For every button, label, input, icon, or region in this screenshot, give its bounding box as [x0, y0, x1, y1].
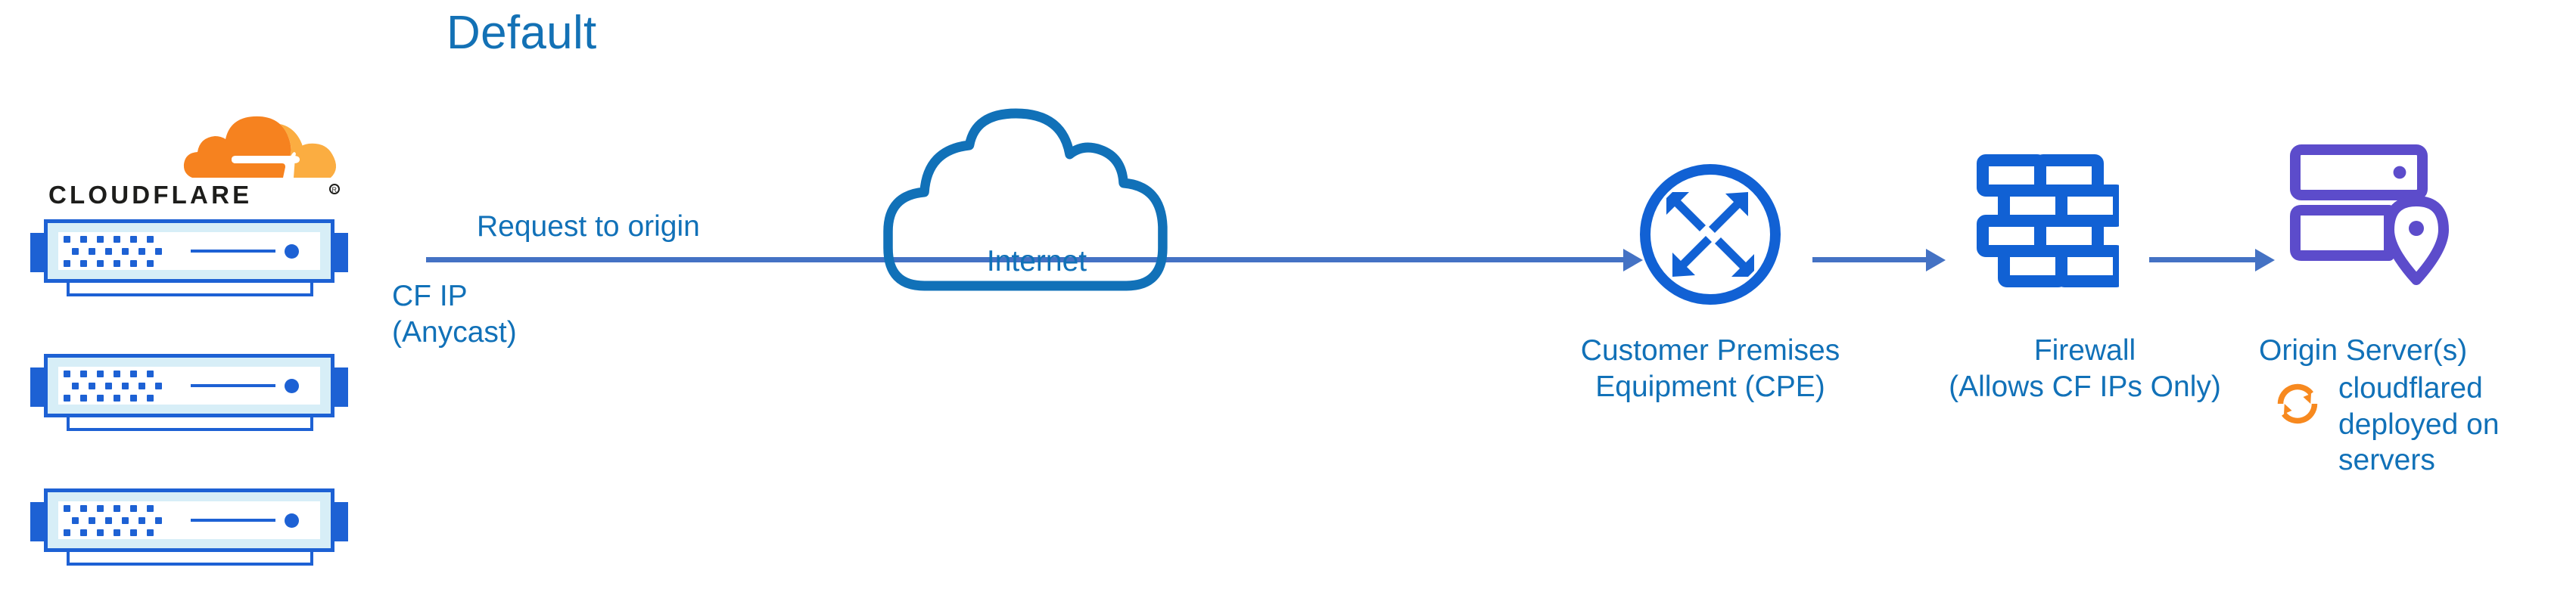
- server-vents: [64, 505, 163, 538]
- internet-label: Internet: [986, 245, 1087, 278]
- cloudflare-cloud-icon: [183, 116, 337, 178]
- server-ear-right: [331, 233, 348, 272]
- router-icon: [1640, 164, 1781, 305]
- firewall-node: [1968, 151, 2125, 302]
- server-vents: [64, 371, 163, 404]
- server-base: [67, 417, 313, 431]
- cloudflare-logo: CLOUDFLARE R: [30, 104, 348, 218]
- cpe-label: Customer Premises Equipment (CPE): [1580, 334, 1840, 403]
- origin-server-label: Origin Server(s): [2259, 334, 2468, 367]
- server-led: [285, 379, 299, 393]
- cloudflare-server-1: [30, 219, 348, 302]
- cloudflare-server-2: [30, 354, 348, 437]
- connector-stack-to-cpe-line: [426, 257, 1623, 262]
- server-ear-right: [331, 367, 348, 407]
- svg-text:CLOUDFLARE: CLOUDFLARE: [48, 181, 252, 209]
- cloud-icon: [883, 108, 1168, 291]
- server-chassis: [44, 354, 334, 417]
- request-to-origin-label: Request to origin: [477, 210, 700, 243]
- origin-node: [2289, 144, 2463, 287]
- server-slot: [191, 519, 275, 522]
- connector-stack-to-cpe-head: [1623, 249, 1643, 271]
- connector-firewall-to-origin-head: [2255, 249, 2275, 271]
- server-slot: [191, 384, 275, 387]
- server-led: [285, 513, 299, 528]
- server-ear-right: [331, 502, 348, 541]
- page-title: Default: [446, 7, 597, 59]
- cloudflare-server-3: [30, 488, 348, 572]
- server-vents: [64, 236, 163, 269]
- sync-arrows-icon: [2277, 383, 2318, 424]
- cloudflare-wordmark: CLOUDFLARE R: [48, 181, 340, 209]
- firewall-label: Firewall (Allows CF IPs Only): [1949, 334, 2221, 403]
- cf-ip-anycast-label: CF IP (Anycast): [392, 280, 517, 349]
- server-base: [67, 283, 313, 296]
- server-ear-left: [30, 233, 47, 272]
- server-slot: [191, 250, 275, 253]
- brick-wall-icon: [1977, 154, 2125, 287]
- server-base: [67, 552, 313, 566]
- svg-text:R: R: [332, 186, 338, 194]
- cpe-node: [1635, 159, 1786, 310]
- server-ear-left: [30, 367, 47, 407]
- server-led: [285, 244, 299, 259]
- connector-cpe-to-firewall-line: [1812, 257, 1926, 262]
- connector-firewall-to-origin-line: [2149, 257, 2255, 262]
- internet-node: Internet: [825, 106, 1249, 333]
- connector-cpe-to-firewall-head: [1926, 249, 1946, 271]
- cloudflared-annotation-label: cloudflared deployed on servers: [2338, 372, 2500, 477]
- server-ear-left: [30, 502, 47, 541]
- server-location-icon: [2290, 144, 2449, 285]
